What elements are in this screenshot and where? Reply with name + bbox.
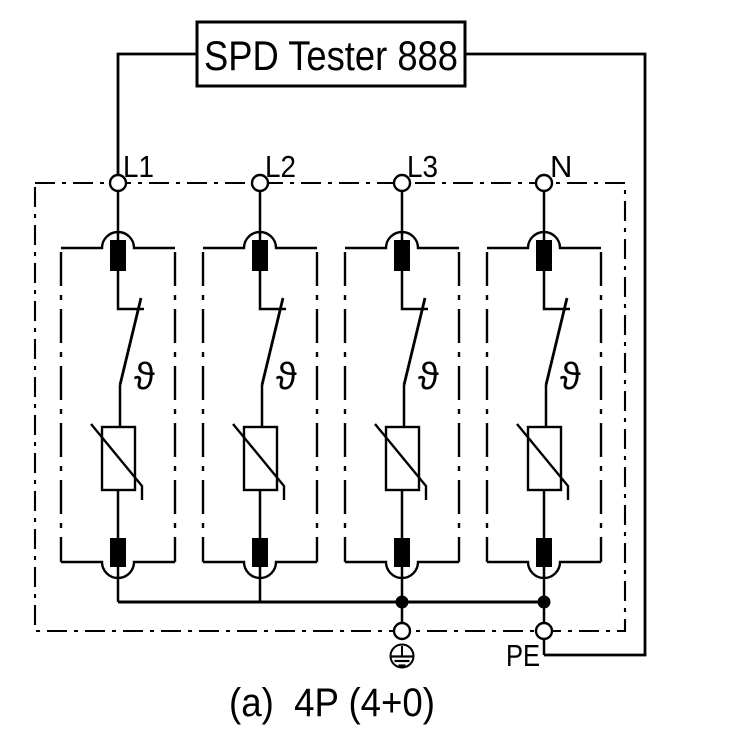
device-boundary — [33, 181, 627, 633]
thermal-symbol-l3: ϑ — [418, 356, 439, 398]
thermal-symbol-l2: ϑ — [276, 356, 297, 398]
phase-label-l2: L2 — [265, 149, 296, 184]
phase-label-l1: L1 — [123, 149, 154, 184]
figure-caption: (a) 4P (4+0) — [229, 681, 435, 725]
terminal-ground — [392, 621, 412, 641]
tester-box — [195, 20, 467, 88]
spd-module-l1 — [59, 189, 177, 604]
tester-title: SPD Tester 888 — [204, 32, 458, 79]
thermal-symbol-n: ϑ — [560, 356, 581, 398]
terminal-pe — [534, 621, 554, 641]
spd-module-n — [485, 189, 603, 604]
tester-lead-pe — [465, 52, 647, 657]
terminal-l1 — [108, 173, 128, 193]
phase-label-l3: L3 — [407, 149, 438, 184]
terminal-l2 — [250, 173, 270, 193]
spd-module-l2 — [201, 189, 319, 604]
terminal-n — [534, 173, 554, 193]
thermal-symbol-l1: ϑ — [134, 356, 155, 398]
phase-label-n: N — [550, 149, 572, 184]
pe-label: PE — [506, 638, 540, 673]
tester-lead-l1 — [116, 52, 197, 175]
ground-icon — [389, 643, 415, 669]
terminal-l3 — [392, 173, 412, 193]
spd-module-l3 — [343, 189, 461, 604]
